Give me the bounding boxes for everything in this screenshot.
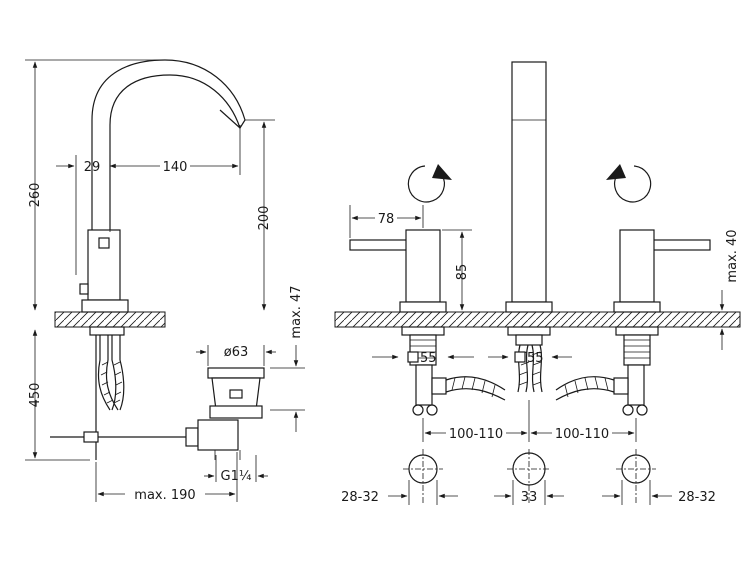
mounting-hole-left [403,449,443,505]
dim-hole-left: 28-32 [341,490,379,505]
supply-hose-left [97,335,111,411]
dim-g114: G1¼ [221,469,252,484]
dim-max-190: max. 190 [134,488,195,503]
pop-up-knob [79,283,89,295]
dim-square-55-mid: 55 [527,351,544,366]
dim-78: 78 [378,212,395,227]
rotation-arrow-left-icon [407,164,452,203]
dim-spacing-right: 100-110 [555,427,609,442]
dim-140: 140 [163,160,188,175]
dim-hole-right: 28-32 [678,490,716,505]
dim-85: 85 [455,264,470,281]
center-spout [505,61,553,393]
right-valve [555,229,711,416]
lever-square [98,237,110,249]
rotation-arrow-right-icon [606,164,652,203]
dim-450: 450 [28,383,43,408]
pop-up-waste [197,367,265,460]
right-mixer-view: 78 85 max. 40 55 55 100-110 100-110 [334,61,741,505]
left-mixer-view: 260 450 29 140 200 ø63 max. 47 [25,59,305,503]
right-countertop [334,311,741,328]
dim-max-47: max. 47 [289,285,304,338]
left-countertop [54,311,166,328]
spout [91,59,246,232]
dim-29: 29 [84,160,101,175]
dim-spacing-left: 100-110 [449,427,503,442]
dim-hole-mid: 33 [521,490,538,505]
dim-260: 260 [28,183,43,208]
dim-200: 200 [257,206,272,231]
mounting-hole-right [616,449,656,505]
mounting-hole-mid [507,449,551,505]
dim-square-55-left: 55 [420,351,437,366]
dim-dia-63: ø63 [224,345,249,360]
dim-max-40: max. 40 [725,229,740,282]
